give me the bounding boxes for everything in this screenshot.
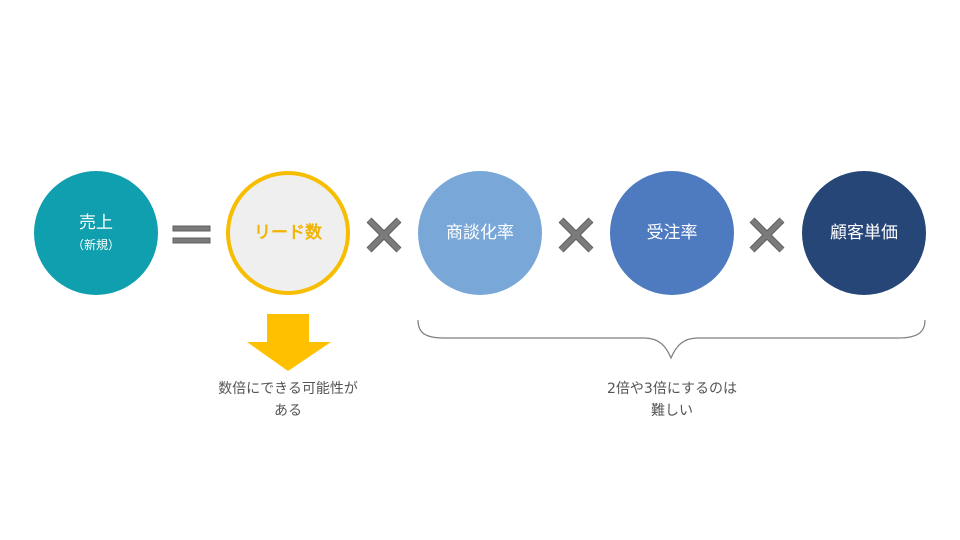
- lead-count-label: リード数: [254, 223, 322, 243]
- lead-count-circle: リード数: [226, 171, 350, 295]
- lead-caption-line1: 数倍にできる可能性が: [218, 381, 358, 397]
- customer-unit-price-circle: 顧客単価: [802, 171, 926, 295]
- curly-brace-icon: [417, 319, 926, 360]
- lead-caption-line2: ある: [274, 403, 302, 419]
- lead-potential-caption: 数倍にできる可能性が ある: [198, 378, 378, 422]
- multiply-icon: [366, 217, 402, 253]
- meeting-conversion-rate-circle: 商談化率: [418, 171, 542, 295]
- others-caption-line1: 2倍や3倍にするのは: [607, 381, 737, 397]
- order-rate-label: 受注率: [646, 223, 698, 243]
- down-arrow-icon: [247, 314, 331, 371]
- multiply-icon: [558, 217, 594, 253]
- sales-sublabel: （新規）: [71, 238, 120, 252]
- equals-icon: [172, 225, 211, 244]
- sales-label: 売上: [79, 213, 113, 233]
- meeting-conversion-rate-label: 商談化率: [446, 223, 514, 243]
- others-caption-line2: 難しい: [651, 403, 693, 419]
- sales-circle: 売上 （新規）: [34, 171, 158, 295]
- order-rate-circle: 受注率: [610, 171, 734, 295]
- others-difficulty-caption: 2倍や3倍にするのは 難しい: [560, 378, 784, 422]
- customer-unit-price-label: 顧客単価: [830, 223, 898, 243]
- multiply-icon: [749, 217, 785, 253]
